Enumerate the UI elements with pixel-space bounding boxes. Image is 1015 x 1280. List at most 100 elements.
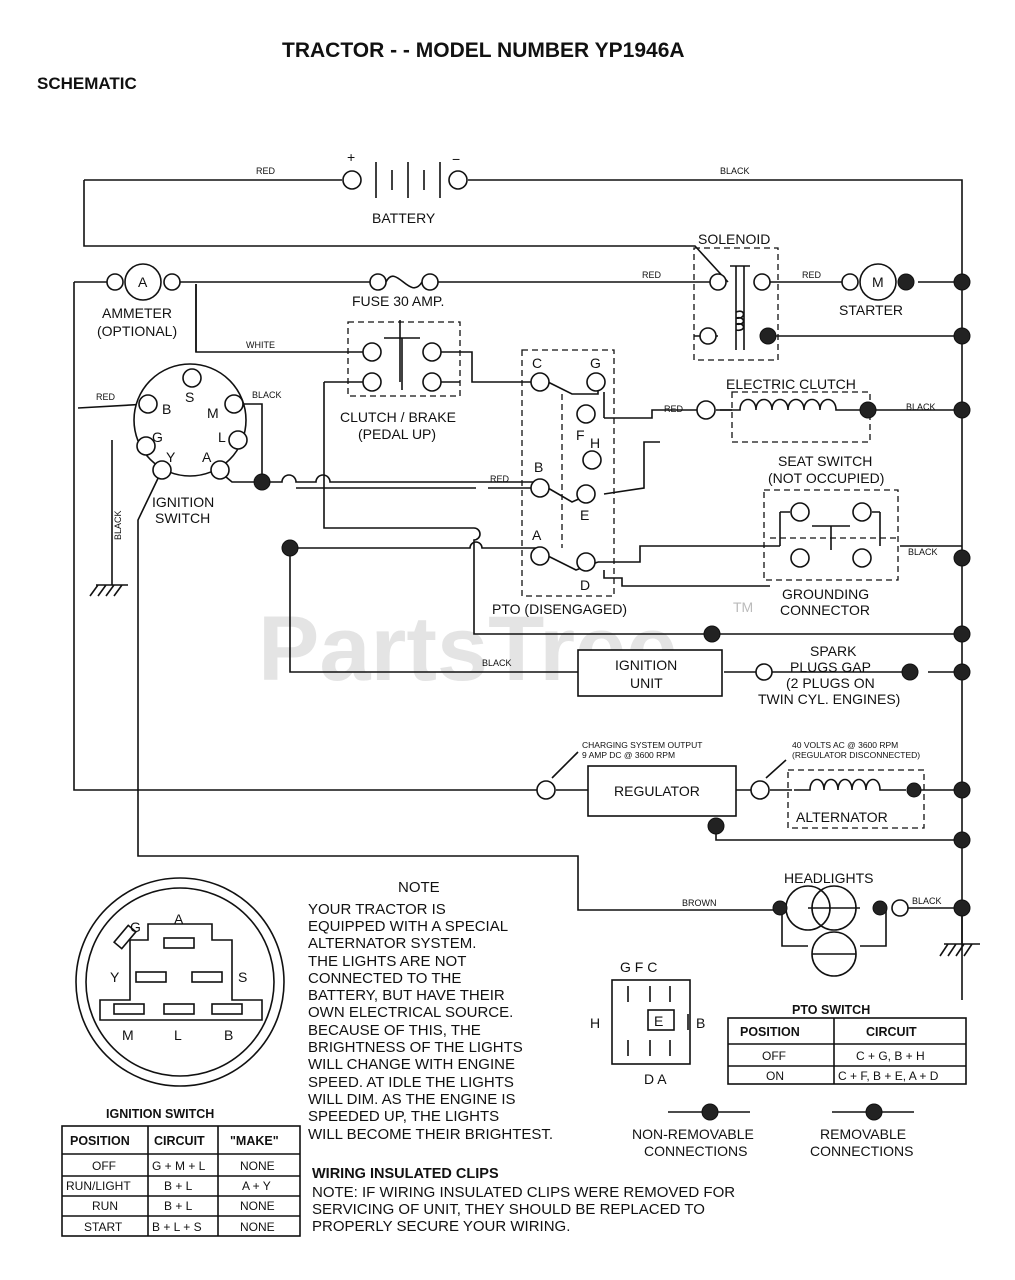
note-line: SPEED. AT IDLE THE LIGHTS <box>308 1074 514 1091</box>
clips-heading: WIRING INSULATED CLIPS <box>312 1166 499 1182</box>
ign-table-cell: OFF <box>92 1159 116 1173</box>
solenoid: SOLENOID <box>693 231 779 361</box>
ign-table-header: "MAKE" <box>230 1134 279 1148</box>
ign-table-header: CIRCUIT <box>154 1134 205 1148</box>
connection-legend: NON-REMOVABLE CONNECTIONS REMOVABLE CONN… <box>632 1103 914 1159</box>
note-line: ALTERNATOR SYSTEM. <box>308 935 476 952</box>
note-line: WILL BECOME THEIR BRIGHTEST. <box>308 1126 553 1143</box>
seat-switch-label: SEAT SWITCH <box>778 453 872 469</box>
note-line: WILL CHANGE WITH ENGINE <box>308 1056 515 1073</box>
ign-table-cell: G + M + L <box>152 1159 206 1173</box>
wires <box>73 179 980 1000</box>
electric-clutch-label: ELECTRIC CLUTCH <box>726 376 856 392</box>
pto-switch-table: PTO SWITCH POSITION CIRCUIT OFF C + G, B… <box>727 1003 967 1085</box>
pto-table-cell: ON <box>766 1069 784 1083</box>
ign-face-s: S <box>238 969 247 985</box>
ignition-switch-face: G A Y S M L B <box>75 877 285 1087</box>
regulator: REGULATOR CHARGING SYSTEM OUTPUT 9 AMP D… <box>536 740 920 835</box>
ign-table-cell: RUN <box>92 1199 118 1213</box>
fuse: FUSE 30 AMP. <box>352 273 444 309</box>
ammeter-symbol: A <box>138 274 148 290</box>
starter-symbol: M <box>872 274 884 290</box>
wire-label-black-seat: BLACK <box>908 547 938 557</box>
alt-volts-label-2: (REGULATOR DISCONNECTED) <box>792 750 920 760</box>
note-line: BATTERY, BUT HAVE THEIR <box>308 987 505 1004</box>
note-line: BECAUSE OF THIS, THE <box>308 1022 481 1039</box>
ammeter-label: AMMETER <box>102 305 172 321</box>
wire-label-red-pto: RED <box>490 474 510 484</box>
ignition-switch-table: IGNITION SWITCH POSITION CIRCUIT "MAKE" … <box>61 1107 301 1237</box>
fuse-label: FUSE 30 AMP. <box>352 293 444 309</box>
wire-label-red-top: RED <box>256 166 276 176</box>
wire-label-red-clutch: RED <box>664 404 684 414</box>
note-line: THE LIGHTS ARE NOT <box>308 953 466 970</box>
note-block: NOTE YOUR TRACTOR IS EQUIPPED WITH A SPE… <box>308 879 553 1143</box>
ign-face-a: A <box>174 911 184 927</box>
wire-label-white: WHITE <box>246 340 275 350</box>
pto-table-cell: C + G, B + H <box>856 1049 925 1063</box>
ign-table-cell: START <box>84 1220 123 1234</box>
ign-face-m: M <box>122 1027 134 1043</box>
ammeter: A AMMETER (OPTIONAL) <box>97 263 181 339</box>
pto-term-e: E <box>580 507 589 523</box>
wire-label-black-vertical: BLACK <box>113 510 123 540</box>
pto-table-cell: C + F, B + E, A + D <box>838 1069 939 1083</box>
grounding-label: GROUNDING <box>782 586 869 602</box>
note-line: YOUR TRACTOR IS <box>308 901 446 918</box>
right-bus-connections <box>953 273 971 849</box>
alt-volts-label-1: 40 VOLTS AC @ 3600 RPM <box>792 740 898 750</box>
pto-switch-face: G F C H B E D A <box>590 959 705 1087</box>
pto-table-header: CIRCUIT <box>866 1025 917 1039</box>
ign-term-g: G <box>152 429 163 445</box>
page-title: TRACTOR - - MODEL NUMBER YP1946A <box>282 39 685 62</box>
spark-label-4: TWIN CYL. ENGINES) <box>758 691 900 707</box>
note-line: SPEEDED UP, THE LIGHTS <box>308 1108 499 1125</box>
clips-line: SERVICING OF UNIT, THEY SHOULD BE REPLAC… <box>312 1201 705 1218</box>
ign-table-cell: B + L <box>164 1179 193 1193</box>
spark-label-3: (2 PLUGS ON <box>786 675 875 691</box>
pto-switch: C G F H B E A D PTO (DISENGAGED) <box>492 349 627 617</box>
pto-term-c: C <box>532 355 542 371</box>
ign-face-y: Y <box>110 969 120 985</box>
clutch-brake-sub: (PEDAL UP) <box>358 426 436 442</box>
battery-label: BATTERY <box>372 210 436 226</box>
ign-term-a: A <box>202 449 212 465</box>
ign-face-b: B <box>224 1027 233 1043</box>
ign-term-b: B <box>162 401 171 417</box>
clips-note: WIRING INSULATED CLIPS NOTE: IF WIRING I… <box>312 1166 735 1235</box>
grounding-sub: CONNECTOR <box>780 602 870 618</box>
pto-table-cell: OFF <box>762 1049 786 1063</box>
wire-label-black-clutch: BLACK <box>906 402 936 412</box>
starter: M STARTER <box>839 263 915 318</box>
ign-switch-label-1: IGNITION <box>152 494 214 510</box>
legend-removable-1: REMOVABLE <box>820 1126 906 1142</box>
pto-table-title: PTO SWITCH <box>792 1003 870 1017</box>
charging-label-1: CHARGING SYSTEM OUTPUT <box>582 740 702 750</box>
ign-table-cell: NONE <box>240 1199 275 1213</box>
ign-table-cell: NONE <box>240 1220 275 1234</box>
pto-term-d: D <box>580 577 590 593</box>
wire-label-black-top: BLACK <box>720 166 750 176</box>
wire-label-red-solenoid: RED <box>642 270 662 280</box>
wire-label-black-ignunit: BLACK <box>482 658 512 668</box>
pto-left-dot <box>281 539 299 557</box>
pto-term-a: A <box>532 527 542 543</box>
ign-term-m: M <box>207 405 219 421</box>
pto-face-bottom: D A <box>644 1071 667 1087</box>
pto-label: PTO (DISENGAGED) <box>492 601 627 617</box>
ign-term-s: S <box>185 389 194 405</box>
note-line: BRIGHTNESS OF THE LIGHTS <box>308 1039 523 1056</box>
electric-clutch: ELECTRIC CLUTCH <box>696 376 877 443</box>
wire-label-red-starter: RED <box>802 270 822 280</box>
starter-label: STARTER <box>839 302 903 318</box>
ignition-switch: B S M G L Y A IGNITION SWITCH <box>133 363 248 526</box>
seat-switch: SEAT SWITCH (NOT OCCUPIED) <box>763 453 899 581</box>
clutch-brake-label: CLUTCH / BRAKE <box>340 409 456 425</box>
wire-label-red-ign: RED <box>96 392 116 402</box>
wire-label-black-ign: BLACK <box>252 390 282 400</box>
ign-term-l: L <box>218 429 226 445</box>
alternator-label: ALTERNATOR <box>796 809 888 825</box>
ign-table-title: IGNITION SWITCH <box>106 1107 214 1121</box>
note-line: WILL DIM. AS THE ENGINE IS <box>308 1091 516 1108</box>
